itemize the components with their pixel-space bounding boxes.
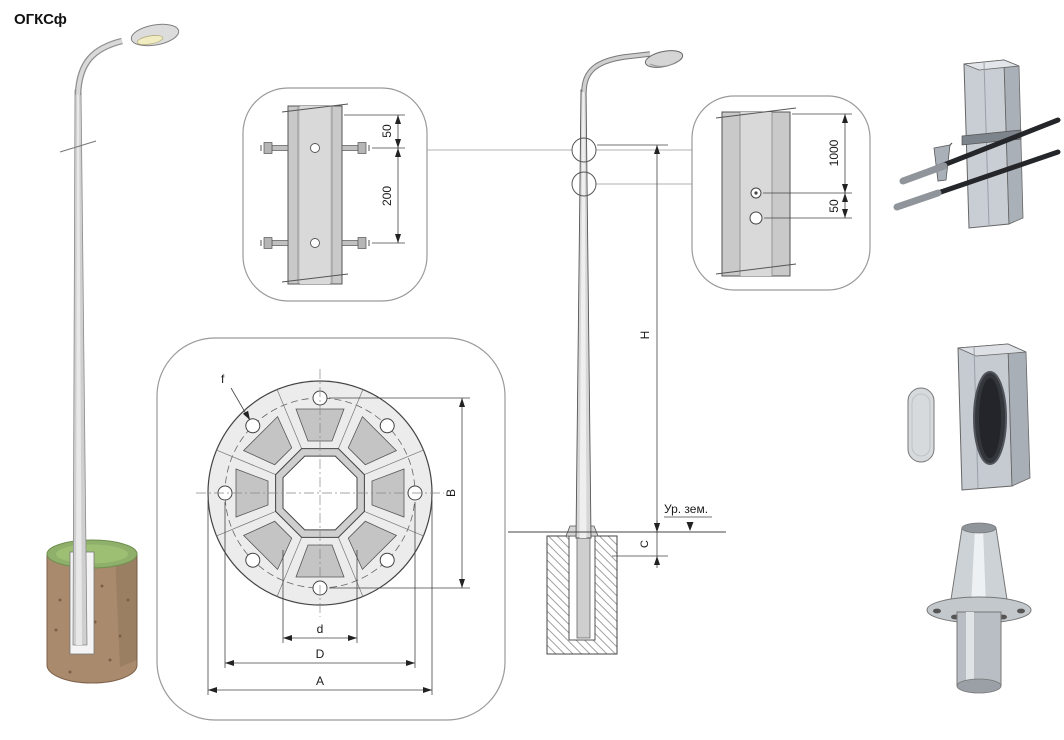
lamp-underside (649, 60, 679, 67)
dim-label-d: d (317, 622, 324, 636)
dim-label-1000: 1000 (827, 139, 841, 166)
flange-plate-detail: f B d D A (156, 337, 506, 721)
break-mark (59, 140, 97, 153)
drawing-title: ОГКСф (14, 11, 67, 28)
base-tube-highlight (966, 612, 974, 686)
break-mark (715, 107, 797, 119)
base-cone-highlight (971, 528, 986, 606)
pole-elevation: Ур. зем. H C (427, 50, 726, 655)
base-tube-bottom (956, 678, 1002, 694)
dim-label-B: B (444, 489, 458, 497)
ground-arrow (686, 522, 694, 531)
pole-highlight (579, 90, 587, 538)
rod-sleeve-2 (899, 162, 948, 185)
door-cover-plate (907, 387, 935, 463)
dim-label-C: C (639, 540, 651, 548)
detail-marker-circle-1 (571, 137, 597, 163)
access-door-render (907, 343, 1031, 491)
clamp-assembly-render (893, 59, 1061, 229)
dim-label-200: 200 (380, 186, 394, 206)
flange-base-render (926, 522, 1032, 694)
cylinder-shading (115, 556, 137, 667)
lamp-arm (582, 52, 651, 93)
clamp-band (961, 129, 1022, 146)
lamp-arm (76, 39, 123, 96)
pole-prism-top (957, 343, 1027, 357)
pole-3d-render (46, 23, 180, 684)
pole-prism-side (1007, 343, 1031, 487)
dim-label-D: D (316, 647, 325, 661)
break-mark (281, 273, 349, 283)
lamp-head (644, 50, 684, 68)
dim-label-50-right: 50 (827, 199, 841, 213)
ground-level-label: Ур. зем. (664, 502, 708, 516)
pole-octagon-hole (282, 455, 358, 531)
door-opening-inner (979, 378, 1001, 458)
lamp-head (130, 23, 180, 47)
right-hole-detail: 1000 50 (691, 95, 871, 291)
sector-lines (216, 389, 424, 597)
lamp-lens (136, 35, 164, 45)
detail-marker-circle-2 (571, 171, 597, 197)
bolt-row (260, 142, 370, 154)
rod-sleeve-1 (893, 189, 942, 211)
base-tube (956, 611, 1002, 687)
break-mark (715, 263, 797, 275)
dim-label-A: A (316, 674, 324, 688)
facet-line (983, 61, 990, 227)
pole-prism-top (963, 59, 1020, 71)
base-top-opening (961, 522, 997, 534)
dim-label-H: H (638, 331, 652, 340)
dim-label-f: f (221, 372, 225, 386)
top-joint-detail: 50 200 (242, 87, 428, 302)
pole-section-face (300, 106, 330, 284)
embedded-pole (576, 537, 591, 639)
lower-hole (749, 211, 763, 225)
dim-label-50-top: 50 (380, 124, 394, 138)
break-mark (281, 103, 349, 113)
bolt-row (260, 237, 370, 249)
pole-highlight (76, 90, 82, 645)
